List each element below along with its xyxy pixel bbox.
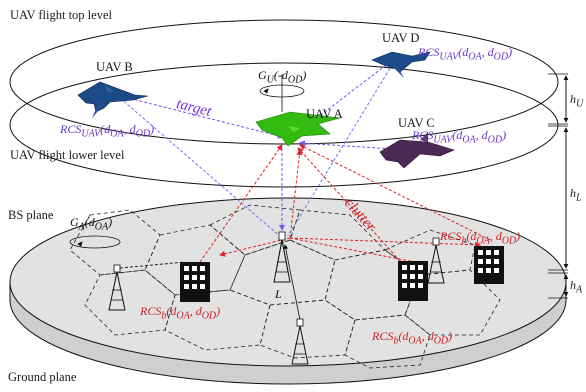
distance-label: L: [275, 287, 282, 301]
height-hu: hU: [570, 92, 584, 110]
bs-plane-label: BS plane: [8, 208, 54, 222]
uav-a: [255, 111, 341, 147]
uav-c-label: UAV C: [398, 116, 435, 130]
height-dimensions: [548, 73, 569, 299]
ground-disk: [9, 197, 567, 385]
distance-arrow: [283, 244, 301, 321]
height-ha: hA: [570, 278, 583, 296]
rcs-building-left-label: RCSb(dOA, dOD): [140, 304, 221, 322]
bs-antenna-gain-label: GA(dOA): [70, 215, 113, 233]
rcs-building-center-label: RCSb(dOA, dOD): [372, 329, 453, 347]
clutter-rays: [119, 144, 491, 273]
rcs-building-right-label: RCSb(dOA, dOD): [440, 229, 521, 247]
top-level-label: UAV flight top level: [10, 8, 112, 22]
uav-a-label: UAV A: [306, 107, 343, 121]
uav-top-plane: [9, 19, 559, 145]
uav-d: [371, 51, 431, 78]
ground-plane-label: Ground plane: [8, 370, 77, 384]
uav-b: [77, 81, 149, 118]
height-hl: hL: [570, 186, 582, 204]
rcs-uav-b-label: RCSUAV(dOA, dOD): [60, 122, 155, 140]
uav-lower-plane: [9, 62, 559, 188]
tower-left: [108, 264, 126, 311]
building-right: [474, 246, 504, 284]
rotation-indicator-uav: [259, 74, 305, 112]
target-rays: [119, 59, 411, 239]
uav-antenna-gain-label: GU(-dOD): [258, 68, 307, 86]
building-left: [180, 262, 210, 302]
lower-level-label: UAV flight lower level: [10, 148, 125, 162]
uav-d-label: UAV D: [382, 31, 420, 45]
rcs-uav-c-label: RCSUAV(dOA, dOD): [412, 128, 507, 146]
rotation-indicator-bs: [69, 235, 121, 249]
tower-right: [427, 237, 445, 284]
rcs-uav-d-label: RCSUAV(dOA, dOD): [418, 45, 513, 63]
cell-grid: [69, 204, 501, 369]
tower-bottom: [291, 318, 309, 365]
tower-center: [273, 231, 291, 283]
uav-b-label: UAV B: [96, 60, 133, 74]
uav-c: [379, 132, 455, 169]
building-center: [398, 261, 428, 301]
